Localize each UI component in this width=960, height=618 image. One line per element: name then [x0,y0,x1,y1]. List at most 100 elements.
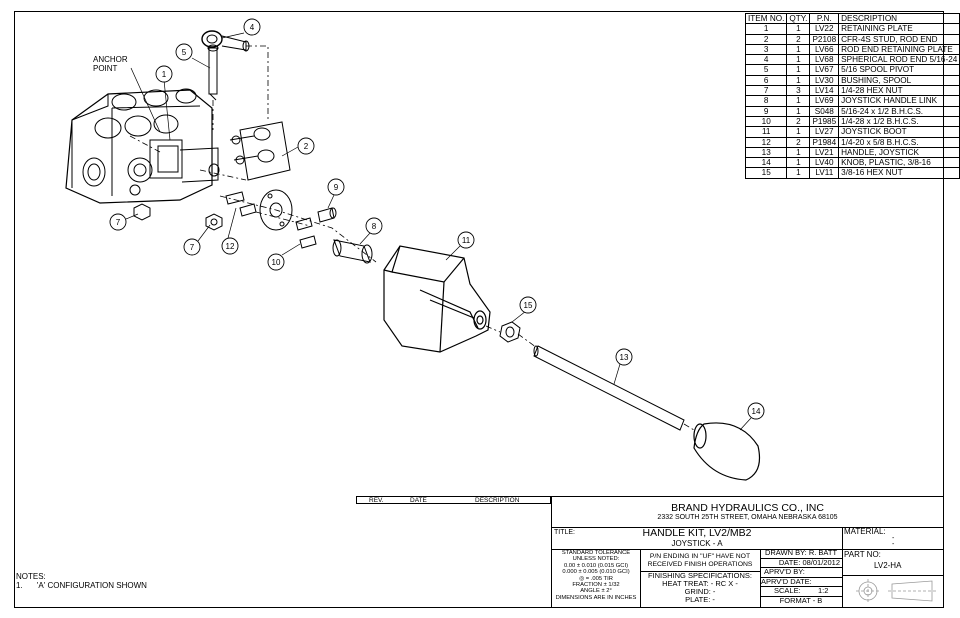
bom-item-no: 9 [744,105,788,117]
bom-header-pn: P.N. [809,12,840,25]
bom-description: BUSHING, SPOOL [838,74,960,87]
plate: PLATE: - [685,595,715,604]
bom-pn: LV40 [809,157,840,169]
bom-item-no: 15 [744,167,788,179]
rod-end-retaining-plate [229,121,291,181]
handle-rod [533,345,685,431]
anchor-point-label: ANCHOR POINT [93,55,128,73]
finishing-label: FINISHING SPECIFICATIONS: [647,571,753,580]
balloon-5-text: 5 [182,48,187,57]
company-address: 2332 SOUTH 25TH STREET, OMAHA NEBRASKA 6… [657,514,838,521]
centerlines [129,45,695,431]
bom-description: 1/4-28 x 1/2 B.H.C.S. [838,115,960,128]
balloon-7a-text: 7 [116,218,121,227]
retaining-plate-round [259,189,293,231]
balloon-10-text: 10 [272,258,281,267]
balloon-8-text: 8 [372,222,377,231]
bom-item-no: 7 [744,85,788,97]
approved-by: APRV'D BY: [760,567,842,578]
bom-qty: 2 [786,136,811,148]
bom-pn: LV67 [809,64,840,76]
tolerance-line: DIMENSIONS ARE IN INCHES [555,594,637,601]
bom-pn: P2108 [809,33,840,45]
part-no-cell: PART NO: LV2-HA [842,549,943,576]
balloon-7b-text: 7 [190,243,195,252]
drawing-title: HANDLE KIT, LV2/MB2 [642,527,752,539]
pn-note-line2: RECEIVED FINISH OPERATIONS [647,560,753,568]
bom-qty: 1 [786,146,811,159]
bom-qty: 3 [786,85,811,97]
drawing-subtitle: JOYSTICK - A [671,539,723,548]
valve-body [65,88,220,204]
approved-date: APRV'D DATE: [760,577,842,587]
balloon-2-text: 2 [304,142,309,151]
tolerance-line: STANDARD TOLERANCE [561,550,631,556]
screw-9 [317,207,337,223]
balloon-15-text: 15 [524,301,533,310]
bom-description: JOYSTICK HANDLE LINK [838,95,960,107]
heat-treat: HEAT TREAT: - RC X - [640,580,760,588]
bom-pn: P1984 [809,136,840,148]
bom-pn: LV21 [809,146,840,159]
bom-item-no: 6 [744,74,788,87]
spool-pivot [207,44,219,101]
scale-label: SCALE: [774,586,801,595]
pn-note-line1: P/N ENDING IN "UF" HAVE NOT [649,553,751,560]
bom-qty: 1 [786,95,811,107]
format: FORMAT - B [779,596,823,605]
bom-item-no: 11 [744,126,788,138]
bom-qty: 1 [786,64,811,76]
anchor-label-line1: ANCHOR [93,55,128,64]
balloon-10: 10 [267,253,285,271]
title-block: BRAND HYDRAULICS CO., INC 2332 SOUTH 25T… [551,496,944,608]
revision-header: REV. DATE DESCRIPTION [356,496,551,504]
bom-description: 3/8-16 HEX NUT [838,167,960,179]
part-no-label: PART NO: [844,550,881,559]
balloon-1-text: 1 [162,70,167,79]
balloon-12: 12 [221,237,239,255]
bom-item-no: 5 [744,64,788,76]
bom-pn: LV22 [809,23,840,35]
bom-header-qty: QTY. [786,12,811,25]
grind: GRIND: - [684,587,716,596]
bom-pn: P1985 [809,115,840,128]
company-name: BRAND HYDRAULICS CO., INC [671,502,824,514]
tolerance-line: FRACTION ± 1/32 [572,582,620,589]
balloon-1: 1 [155,65,173,83]
balloon-4: 4 [243,18,261,36]
revision-description: DESCRIPTION [475,497,520,504]
bom-pn: LV66 [809,43,840,56]
balloon-14-text: 14 [752,407,761,416]
joystick-boot [383,245,491,353]
balloon-13-text: 13 [620,353,629,362]
notes-block: NOTES: 1. 'A' CONFIGURATION SHOWN [16,572,147,590]
balloon-7a: 7 [109,213,127,231]
bom-item-no: 13 [744,146,788,159]
bom-qty: 1 [786,157,811,169]
scale-value: 1:2 [818,586,829,595]
bom-description: SPHERICAL ROD END 5/16-24 [838,54,960,66]
bom-item-no: 4 [744,54,788,66]
notes-item-text: 'A' CONFIGURATION SHOWN [36,581,147,590]
balloon-7b: 7 [183,238,201,256]
bom-qty: 1 [786,126,811,138]
bom-pn: LV11 [809,167,840,179]
balloon-11-text: 11 [462,236,471,245]
bom-description: 1/4-20 x 5/8 B.H.C.S. [838,136,960,148]
bom-item-no: 2 [744,33,788,45]
bom-pn: LV69 [809,95,840,107]
title-label: TITLE: [554,529,576,536]
balloon-12-text: 12 [226,242,235,251]
balloon-13: 13 [615,348,633,366]
